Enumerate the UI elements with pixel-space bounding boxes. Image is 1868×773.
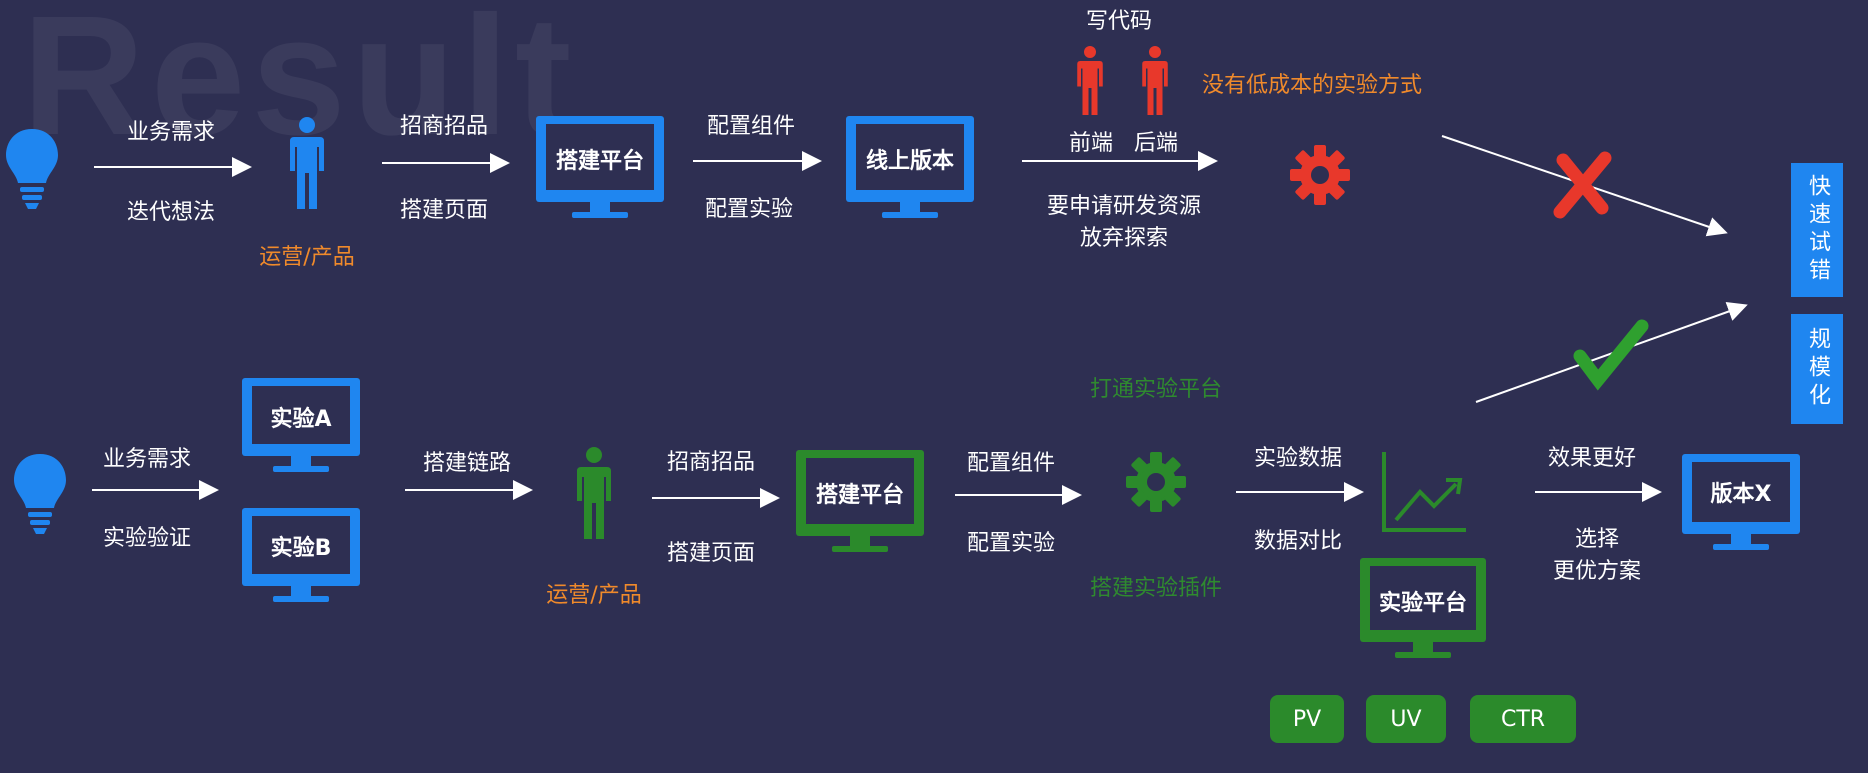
monitor-icon (846, 116, 974, 218)
apply-resources-label: 要申请研发资源 (1046, 194, 1202, 219)
bottom-verify-label: 实验验证 (102, 526, 192, 551)
fast-trial-box: 快速试错 (1791, 163, 1843, 297)
bottom-config-experiment-label: 配置实验 (966, 531, 1056, 556)
chart-icon (1382, 452, 1466, 532)
lightbulb-icon (6, 129, 58, 209)
top-config-experiment-label: 配置实验 (704, 197, 794, 222)
check-icon (1573, 319, 1649, 391)
person-icon (1142, 46, 1168, 115)
connect-platform-label: 打通实验平台 (1089, 377, 1223, 402)
monitor-icon (1360, 558, 1486, 658)
monitor-icon (242, 508, 360, 602)
build-plugin-label: 搭建实验插件 (1089, 576, 1223, 601)
monitor-icon (536, 116, 664, 218)
gear-icon (1290, 145, 1350, 205)
person-icon (290, 117, 324, 209)
gear-icon (1126, 452, 1186, 512)
build-link-label: 搭建链路 (422, 451, 512, 476)
data-compare-label: 数据对比 (1253, 529, 1343, 554)
bottom-config-component-label: 配置组件 (966, 451, 1056, 476)
top-config-component-label: 配置组件 (706, 114, 796, 139)
bottom-biz-need-label: 业务需求 (102, 447, 192, 472)
exp-data-label: 实验数据 (1253, 446, 1343, 471)
top-build-platform-label: 搭建平台 (555, 149, 645, 174)
choose-label: 选择 (1574, 527, 1620, 552)
better-effect-label: 效果更好 (1547, 446, 1637, 471)
monitor-icon (1682, 454, 1800, 550)
exp-a-label: 实验A (270, 407, 332, 432)
top-iterate-label: 迭代想法 (126, 200, 216, 225)
bottom-ops-product-label: 运营/产品 (546, 583, 642, 608)
no-low-cost-label: 没有低成本的实验方式 (1202, 73, 1423, 98)
bottom-build-page-label: 搭建页面 (666, 541, 756, 566)
cross-icon (1553, 151, 1612, 219)
metric-pv-badge: PV (1270, 695, 1344, 743)
metric-ctr-badge: CTR (1470, 695, 1576, 743)
person-icon (1077, 46, 1103, 115)
exp-b-label: 实验B (270, 536, 332, 561)
top-build-page-label: 搭建页面 (399, 198, 489, 223)
top-merchant-label: 招商招品 (399, 114, 489, 139)
monitor-icon (796, 450, 924, 552)
exp-platform-label: 实验平台 (1378, 591, 1468, 616)
top-online-version-label: 线上版本 (865, 149, 955, 174)
version-x-label: 版本X (1710, 482, 1772, 507)
backend-label: 后端 (1133, 131, 1179, 156)
lightbulb-icon (14, 454, 66, 534)
top-biz-need-label: 业务需求 (126, 120, 216, 145)
person-icon (577, 447, 611, 539)
metric-uv-badge: UV (1366, 695, 1446, 743)
scale-box: 规模化 (1791, 314, 1843, 424)
better-plan-label: 更优方案 (1552, 559, 1642, 584)
monitor-icon (242, 378, 360, 472)
top-ops-product-label: 运营/产品 (259, 245, 355, 270)
bottom-build-platform-label: 搭建平台 (815, 483, 905, 508)
write-code-label: 写代码 (1085, 9, 1153, 34)
frontend-label: 前端 (1068, 131, 1114, 156)
give-up-label: 放弃探索 (1079, 226, 1169, 251)
bottom-merchant-label: 招商招品 (666, 450, 756, 475)
